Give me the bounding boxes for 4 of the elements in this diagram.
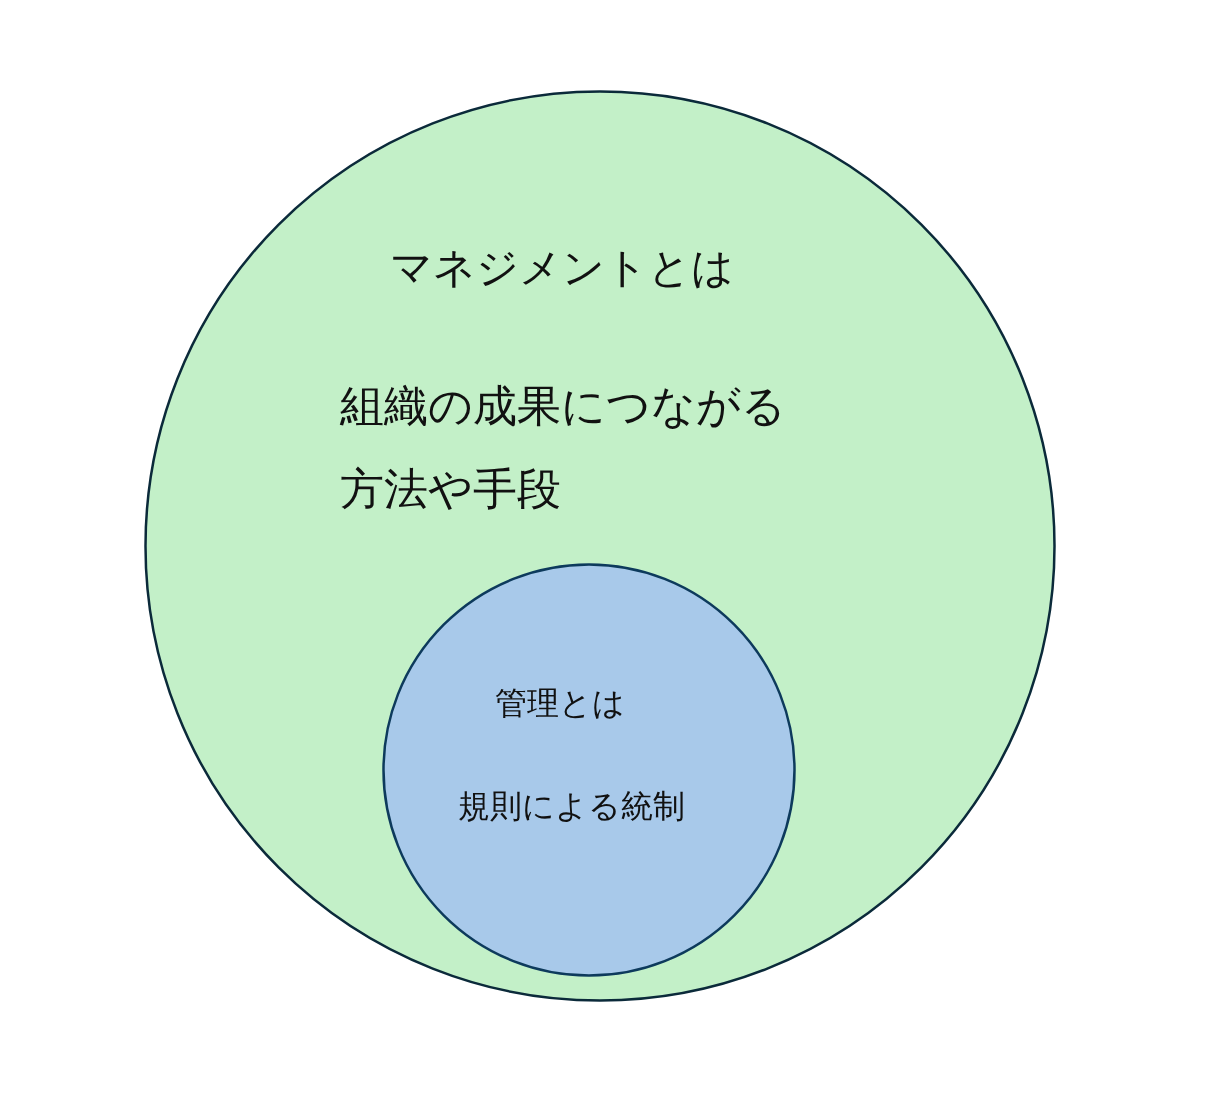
heading-text: 管理とは [495,686,625,720]
heading-text: マネジメントとは [390,246,734,290]
description-text: 規則による統制 [458,789,685,823]
description-text: 組織の成果につながる方法や手段 [340,379,787,516]
